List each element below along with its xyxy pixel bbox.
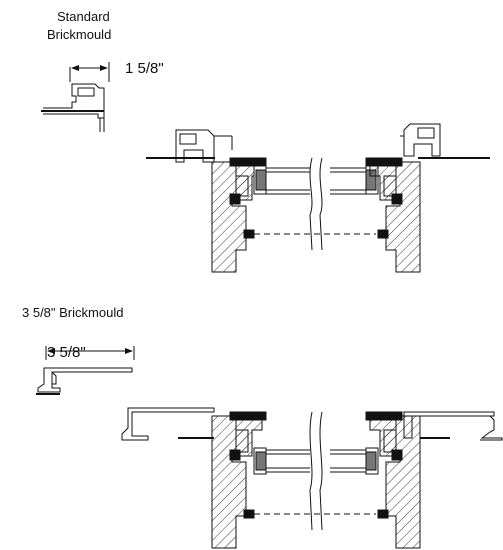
window-section-top [146, 123, 490, 273]
standard-dimension-label: 1 5/8" [125, 60, 164, 77]
standard-title-line1: Standard [57, 9, 110, 24]
standard-brickmould-profile [41, 62, 110, 132]
window-section-bottom [121, 407, 503, 549]
standard-title-line2: Brickmould [47, 27, 112, 42]
large-brickmould-profile [36, 346, 135, 395]
large-brickmould-title: 3 5/8" Brickmould [22, 305, 124, 320]
